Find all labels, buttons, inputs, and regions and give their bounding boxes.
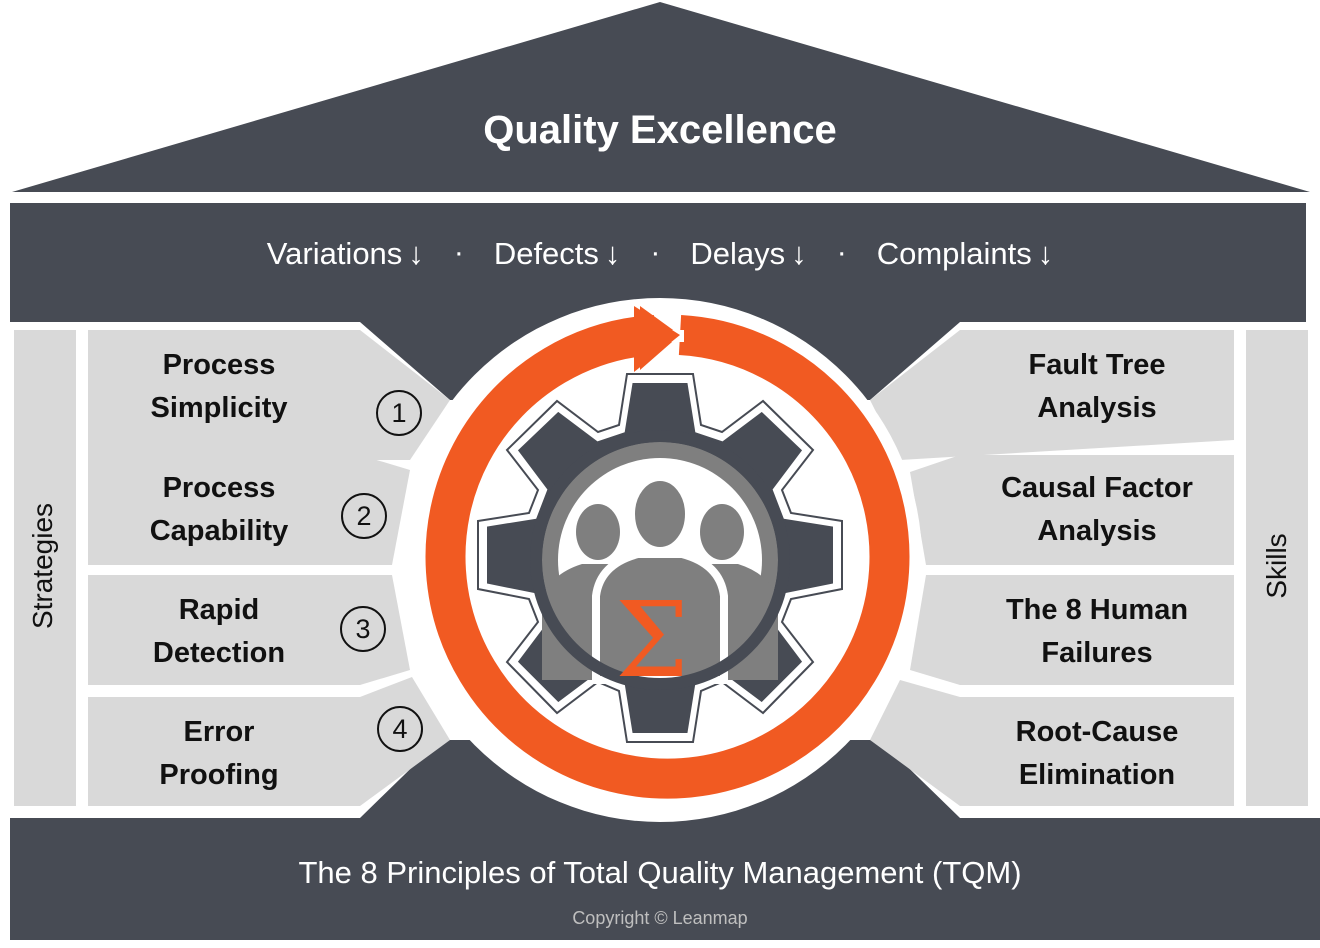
right-box-1 xyxy=(870,330,1234,460)
roof-shape xyxy=(12,2,1310,192)
strategies-label: Strategies xyxy=(27,502,58,630)
down-arrow-icon: ↓ xyxy=(1037,236,1054,271)
down-arrow-icon: ↓ xyxy=(791,236,807,271)
metric-variations: Variations↓ xyxy=(266,236,424,271)
number-badge-1: 1 xyxy=(376,390,422,436)
sigma-icon: Σ xyxy=(615,579,689,701)
metrics-row: Variations↓ · Defects↓ · Delays↓ · Compl… xyxy=(0,236,1320,272)
right-box-3 xyxy=(910,575,1234,685)
down-arrow-icon: ↓ xyxy=(604,236,621,271)
left-box-4 xyxy=(88,677,450,806)
skills-pillar xyxy=(1246,330,1308,806)
strategies-pillar xyxy=(14,330,76,806)
gear-icon xyxy=(477,373,843,743)
skills-label: Skills xyxy=(1261,533,1292,599)
metric-delays: Delays↓ xyxy=(690,236,807,271)
left-box-1 xyxy=(88,330,450,460)
copyright-text: Copyright © Leanmap xyxy=(572,908,748,928)
roof-title: Quality Excellence xyxy=(483,108,837,152)
separator-dot: · xyxy=(650,236,661,269)
right-box-2 xyxy=(910,455,1234,565)
right-box-4 xyxy=(870,680,1234,806)
separator-dot: · xyxy=(453,236,464,269)
metric-complaints: Complaints↓ xyxy=(876,236,1054,271)
left-box-2 xyxy=(88,455,410,565)
down-arrow-icon: ↓ xyxy=(408,236,424,271)
foundation-title: The 8 Principles of Total Quality Manage… xyxy=(298,855,1022,890)
left-box-3 xyxy=(88,575,410,685)
number-badge-3: 3 xyxy=(340,606,386,652)
separator-dot: · xyxy=(836,236,847,269)
foundation-bar xyxy=(10,818,1320,940)
number-badge-2: 2 xyxy=(341,493,387,539)
number-badge-4: 4 xyxy=(377,706,423,752)
metric-defects: Defects↓ xyxy=(493,236,621,271)
cycle-arrow-icon xyxy=(425,306,910,799)
